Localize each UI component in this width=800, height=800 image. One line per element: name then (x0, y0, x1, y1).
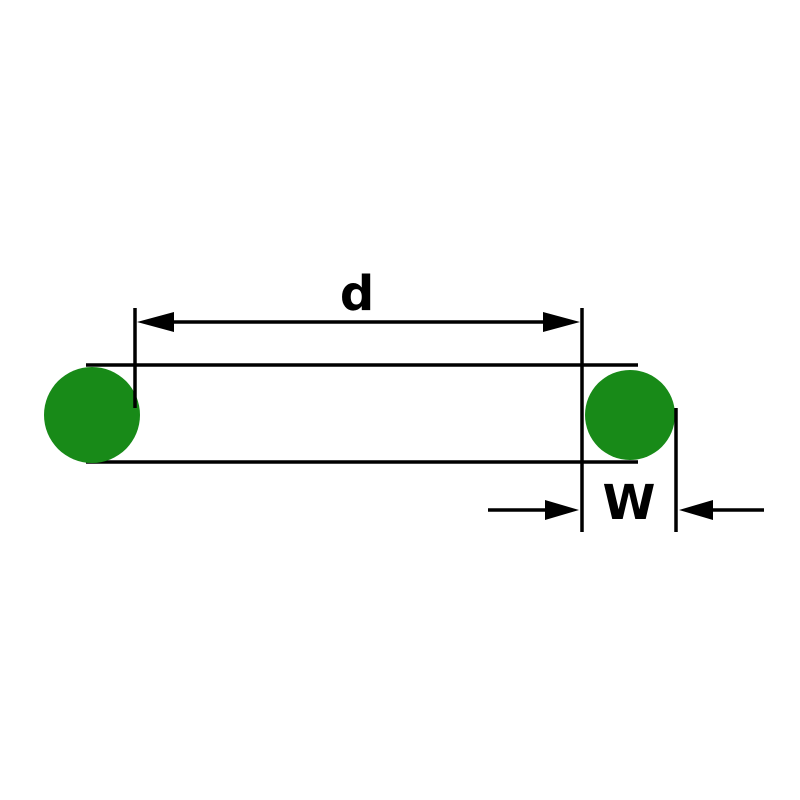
extension-lines (133, 308, 678, 532)
right-cross-section-circle (585, 370, 675, 460)
ring-profile-lines (86, 363, 638, 464)
w-dimension: W (488, 475, 764, 531)
d-arrowhead-left-icon (137, 312, 174, 332)
cross-section-width-label: W (603, 475, 656, 531)
d-arrowhead-right-icon (543, 312, 580, 332)
inner-diameter-label: d (340, 266, 374, 322)
left-cross-section-circle (44, 367, 140, 463)
w-arrowhead-right-icon (679, 500, 713, 520)
w-arrowhead-left-icon (545, 500, 579, 520)
d-dimension: d (137, 266, 580, 332)
